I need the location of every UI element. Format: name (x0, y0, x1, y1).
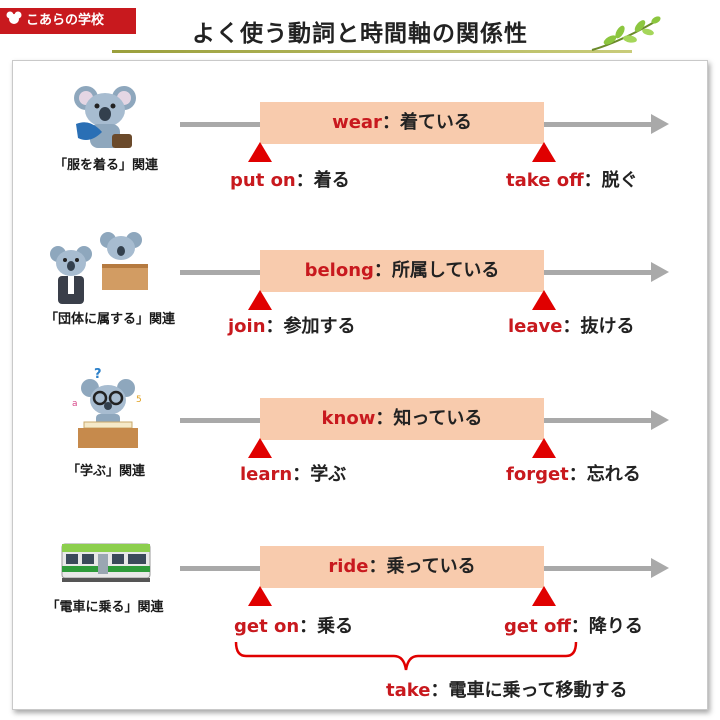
end-verb: forget (506, 464, 569, 485)
state-box: ride：乗っている (260, 546, 544, 588)
koala-office-icon (50, 230, 150, 310)
end-verb: get off (504, 616, 571, 637)
state-box: know：知っている (260, 398, 544, 440)
end-label: leave：抜ける (508, 312, 634, 338)
verb-row-know: ? a 5 「学ぶ」関連 know：知っている learn：学ぶ forget：… (0, 367, 720, 538)
take-meaning: 電車に乗って移動する (448, 680, 628, 701)
state-verb: belong (304, 260, 374, 281)
separator: ： (381, 112, 400, 133)
start-meaning: 参加する (283, 316, 356, 337)
state-box: belong：所属している (260, 250, 544, 292)
timeline-arrowhead (651, 558, 669, 578)
start-marker (248, 438, 272, 458)
duration-brace (234, 640, 578, 680)
koala-logo-icon (6, 8, 22, 34)
koala-dressing-icon (68, 84, 144, 156)
brand-badge: こあらの学校 (0, 8, 136, 34)
start-meaning: 学ぶ (310, 464, 347, 485)
svg-text:?: ? (94, 367, 102, 382)
end-meaning: 脱ぐ (601, 170, 638, 191)
separator: ： (583, 170, 602, 191)
verb-row-wear: 「服を着る」関連 wear：着ている put on：着る take off：脱ぐ (0, 86, 720, 242)
end-marker (532, 142, 556, 162)
category-label: 「電車に乗る」関連 (46, 600, 164, 615)
category-label: 「団体に属する」関連 (44, 312, 175, 327)
take-label: take：電車に乗って移動する (386, 676, 628, 702)
start-marker (248, 142, 272, 162)
separator: ： (299, 616, 318, 637)
end-meaning: 抜ける (580, 316, 635, 337)
state-meaning: 知っている (393, 408, 483, 429)
koala-studying-icon: ? a 5 (68, 366, 148, 454)
start-label: get on：乗る (234, 612, 353, 638)
end-label: take off：脱ぐ (506, 166, 638, 192)
category-label: 「服を着る」関連 (53, 158, 158, 173)
state-verb: wear (332, 112, 382, 133)
end-meaning: 降りる (588, 616, 643, 637)
start-verb: put on (230, 170, 296, 191)
state-verb: ride (328, 556, 369, 577)
separator: ： (570, 616, 589, 637)
end-verb: leave (508, 316, 563, 337)
separator: ： (265, 316, 284, 337)
start-marker (248, 586, 272, 606)
timeline-arrowhead (651, 114, 669, 134)
state-meaning: 着ている (399, 112, 472, 133)
end-label: get off：降りる (504, 612, 643, 638)
page-title: よく使う動詞と時間軸の関係性 (192, 21, 528, 47)
leaf-branch-icon (590, 14, 662, 58)
take-verb: take (386, 680, 431, 701)
end-marker (532, 290, 556, 310)
start-meaning: 着る (313, 170, 350, 191)
start-verb: join (228, 316, 266, 337)
title-underline (112, 50, 632, 53)
end-meaning: 忘れる (586, 464, 641, 485)
separator: ： (292, 464, 311, 485)
end-label: forget：忘れる (506, 460, 641, 486)
svg-text:5: 5 (136, 395, 142, 405)
state-box: wear：着ている (260, 102, 544, 144)
end-verb: take off (506, 170, 584, 191)
timeline-arrowhead (651, 410, 669, 430)
verb-row-ride: 「電車に乗る」関連 ride：乗っている get on：乗る get off：降… (0, 543, 720, 686)
brand-name: こあらの学校 (26, 13, 105, 28)
timeline-arrowhead (651, 262, 669, 282)
end-marker (532, 438, 556, 458)
verb-row-belong: 「団体に属する」関連 belong：所属している join：参加する leave… (0, 232, 720, 390)
svg-text:a: a (72, 399, 78, 409)
start-verb: learn (240, 464, 293, 485)
state-meaning: 所属している (391, 260, 500, 281)
end-marker (532, 586, 556, 606)
separator: ： (373, 260, 392, 281)
green-train-icon (60, 542, 152, 588)
separator: ： (430, 680, 449, 701)
state-verb: know (321, 408, 376, 429)
separator: ： (568, 464, 587, 485)
start-meaning: 乗る (317, 616, 354, 637)
start-label: learn：学ぶ (240, 460, 346, 486)
separator: ： (375, 408, 394, 429)
separator: ： (368, 556, 387, 577)
start-label: join：参加する (228, 312, 356, 338)
start-label: put on：着る (230, 166, 350, 192)
separator: ： (295, 170, 314, 191)
separator: ： (562, 316, 581, 337)
category-label: 「学ぶ」関連 (66, 464, 145, 479)
start-marker (248, 290, 272, 310)
state-meaning: 乗っている (386, 556, 476, 577)
start-verb: get on (234, 616, 300, 637)
